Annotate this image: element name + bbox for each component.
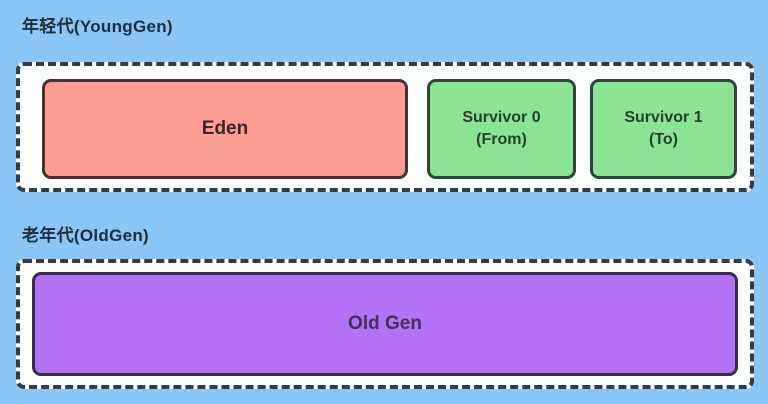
eden-region: Eden [42, 79, 408, 179]
survivor-1-label: Survivor 1 [624, 108, 703, 126]
survivor-1-region: Survivor 1 (To) [590, 79, 737, 179]
young-gen-title: 年轻代(YoungGen) [22, 17, 173, 36]
young-gen-container: Eden Survivor 0 (From) Survivor 1 (To) [16, 62, 754, 192]
survivor-1-sublabel: (To) [648, 131, 678, 148]
survivor-0-label: Survivor 0 [462, 108, 541, 126]
old-gen-container: Old Gen [16, 259, 754, 389]
eden-label: Eden [201, 118, 249, 139]
old-gen-label: Old Gen [348, 313, 422, 334]
survivor-0-sublabel: (From) [476, 131, 527, 148]
old-gen-region: Old Gen [32, 272, 738, 376]
survivor-0-region: Survivor 0 (From) [427, 79, 576, 179]
old-gen-title: 老年代(OldGen) [22, 226, 150, 245]
